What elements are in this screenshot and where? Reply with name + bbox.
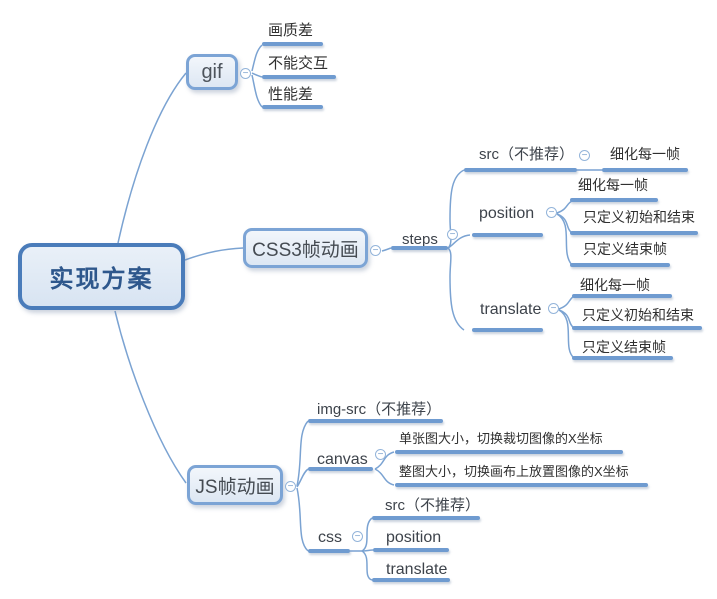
topic-full-image-size[interactable]: 整图大小，切换画布上放置图像的X坐标 [399, 464, 629, 479]
topic-src-not-recommended[interactable]: src（不推荐） [479, 146, 574, 163]
collapse-icon-css3[interactable]: − [370, 245, 381, 256]
topic-canvas[interactable]: canvas [317, 451, 368, 468]
branch-line [372, 578, 450, 582]
collapse-icon-css-child[interactable]: − [352, 531, 363, 542]
topic-single-image-size[interactable]: 单张图大小，切换裁切图像的X坐标 [399, 431, 603, 446]
branch-line [570, 263, 670, 267]
topic-position[interactable]: position [479, 205, 535, 222]
topic-js-label: JS帧动画 [195, 476, 275, 498]
topic-css3-label: CSS3帧动画 [252, 239, 359, 261]
topic-no-interaction[interactable]: 不能交互 [268, 55, 329, 72]
branch-line [308, 467, 373, 471]
branch-line [572, 294, 672, 298]
topic-img-src-not-recommended[interactable]: img-src（不推荐） [317, 401, 442, 418]
branch-line [262, 75, 336, 79]
branch-line [572, 326, 702, 330]
root-topic-label: 实现方案 [49, 266, 154, 293]
topic-define-end-frame-only-translate[interactable]: 只定义结束帧 [582, 339, 666, 355]
curve-js-to-imgsrc [296, 420, 309, 487]
branch-line [602, 168, 688, 172]
curve-steps-to-translate [447, 247, 465, 331]
topic-translate[interactable]: translate [480, 301, 542, 318]
curve-translate-child-3 [558, 309, 575, 359]
curve-gif-child-3 [251, 74, 263, 108]
curve-position-child-1 [556, 200, 573, 214]
topic-refine-every-frame-translate[interactable]: 细化每一帧 [580, 277, 650, 293]
topic-define-end-frame-only-position[interactable]: 只定义结束帧 [583, 241, 667, 257]
branch-line [472, 328, 543, 332]
topic-define-start-end-only-translate[interactable]: 只定义初始和结束 [582, 307, 694, 323]
topic-define-start-end-only-position[interactable]: 只定义初始和结束 [583, 209, 695, 225]
collapse-icon-gif[interactable]: − [240, 68, 251, 79]
branch-line [472, 233, 543, 237]
collapse-icon-js[interactable]: − [285, 481, 296, 492]
topic-steps[interactable]: steps [402, 231, 438, 248]
topic-js-frame-animation[interactable]: JS帧动画 [187, 465, 283, 505]
topic-css3-frame-animation[interactable]: CSS3帧动画 [243, 228, 368, 268]
collapse-icon-translate[interactable]: − [548, 303, 559, 314]
topic-css-position[interactable]: position [386, 529, 442, 546]
curve-root-to-css3 [184, 247, 244, 261]
curve-root-to-js [114, 310, 187, 484]
curve-gif-child-2 [251, 72, 263, 78]
curve-gif-child-1 [251, 44, 263, 72]
curve-js-to-canvas [296, 468, 309, 488]
curve-js-to-css [296, 487, 309, 552]
collapse-icon-position[interactable]: − [546, 207, 557, 218]
branch-line [570, 231, 698, 235]
branch-line [395, 450, 623, 454]
branch-line [262, 105, 323, 109]
branch-line [308, 549, 350, 553]
topic-css-translate[interactable]: translate [386, 561, 448, 578]
branch-line [308, 419, 443, 423]
curve-css-child-3 [361, 550, 373, 581]
topic-poor-quality[interactable]: 画质差 [268, 22, 314, 39]
curve-position-child-3 [556, 213, 573, 266]
topic-css[interactable]: css [318, 529, 342, 546]
curve-canvas-child-1 [374, 451, 395, 470]
branch-line [395, 483, 648, 487]
collapse-icon-steps[interactable]: − [447, 229, 458, 240]
branch-line [391, 246, 448, 250]
curve-css3-to-steps [381, 247, 392, 252]
branch-line [372, 516, 480, 520]
topic-gif[interactable]: gif [186, 54, 238, 90]
curve-css-child-1 [361, 517, 373, 552]
branch-line [464, 168, 577, 172]
root-topic[interactable]: 实现方案 [18, 243, 185, 310]
branch-line [570, 198, 658, 202]
branch-line [373, 548, 449, 552]
branch-line [572, 356, 673, 360]
curve-canvas-child-2 [374, 468, 395, 486]
topic-css-src-not-recommended[interactable]: src（不推荐） [385, 497, 480, 514]
topic-refine-every-frame-position[interactable]: 细化每一帧 [578, 177, 648, 193]
topic-refine-every-frame-src[interactable]: 细化每一帧 [610, 146, 680, 162]
collapse-icon-canvas[interactable]: − [375, 449, 386, 460]
curve-translate-child-1 [558, 295, 575, 310]
topic-poor-performance[interactable]: 性能差 [268, 86, 314, 103]
curve-steps-to-src [447, 169, 465, 249]
branch-line [262, 42, 323, 46]
curve-root-to-gif [117, 72, 187, 244]
curve-steps-to-position [447, 234, 471, 249]
collapse-icon-src[interactable]: − [579, 150, 590, 161]
topic-gif-label: gif [201, 60, 223, 83]
